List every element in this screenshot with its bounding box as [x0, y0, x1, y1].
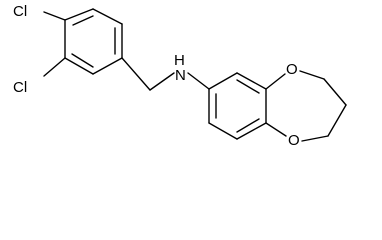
bond-ring1-inner-c [71, 53, 94, 68]
bond-ring1-to-ch2 [121, 57, 151, 91]
bond-o-top-to-ch2 [299, 70, 325, 80]
bond-ring2-inner-b [236, 118, 260, 133]
bond-ring2-c1-c2 [208, 72, 238, 90]
bond-ch2-to-n [149, 72, 175, 91]
atom-label-cl-bottom: Cl [13, 79, 27, 96]
bond-ch2-ch2-b [327, 104, 347, 137]
bond-cl-top [43, 11, 66, 21]
bond-ring1-c2-c3 [92, 8, 123, 25]
atom-label-cl-top: Cl [13, 3, 27, 20]
atom-label-h: H [174, 52, 185, 69]
bond-o-bottom-to-ring2 [265, 122, 287, 137]
atom-labels: Cl Cl H N O O [13, 3, 300, 149]
bond-cl-bottom [43, 57, 66, 77]
bond-ring1-c5-c6 [64, 57, 94, 75]
bond-ring2-to-o-top [265, 73, 286, 90]
bond-layer [43, 8, 347, 142]
bond-ring2-inner-a [236, 79, 260, 94]
chemical-structure: Cl Cl H N O O [13, 3, 347, 149]
bond-ring1-c4-c5 [92, 57, 123, 75]
bond-ring2-c5-c6 [208, 122, 238, 140]
atom-label-o-top: O [286, 61, 298, 78]
bond-ring1-inner-a [72, 15, 94, 26]
atom-label-o-bottom: O [288, 132, 300, 149]
bond-ring2-c4-c5 [236, 122, 267, 140]
bond-n-to-ring2 [187, 72, 210, 90]
bond-ch2-to-o-bottom [301, 135, 329, 142]
bond-ring1-c1-c2 [64, 8, 94, 21]
bond-ch2-ch2-a [323, 78, 347, 106]
atom-label-n: N [175, 67, 186, 84]
bond-ring2-c2-c3 [236, 72, 267, 90]
